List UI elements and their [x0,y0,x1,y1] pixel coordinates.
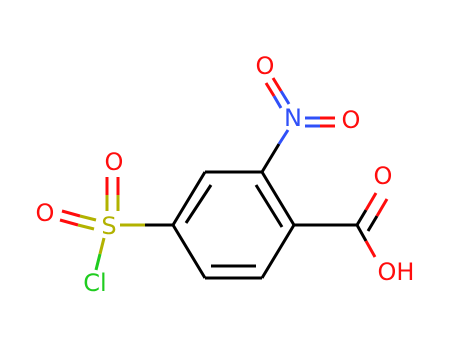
bond-c-n-black [260,143,281,173]
sulfonyl-oxygen-top-label: O [105,148,124,176]
ring-bond-top-right [260,171,296,226]
ring-bond-top-left [171,171,207,226]
ring-bond-top-left-inner [184,184,213,224]
bond-c-o-double-red [364,192,378,211]
bond-s-o-left-yellow-2 [77,223,95,231]
bonds [59,77,389,280]
nitro-oxygen-top-label: O [256,52,275,80]
bond-c-o-double-black-2 [366,215,379,232]
atom-labels: O N O O O S Cl O OH [36,52,415,297]
carboxyl-oxygen-label: O [374,162,393,190]
nitro-nitrogen-label: N [284,104,302,132]
bond-s-o-left-yellow [79,214,97,222]
chlorine-label: Cl [83,269,106,297]
bond-n-o-top-blue [279,90,291,105]
ring-bond-bottom-right [260,224,296,279]
bond-s-cl-green [94,253,102,271]
sulfur-label: S [101,212,116,240]
ring-bond-bottom-left [171,224,207,279]
bond-c-o-double-black [355,209,368,226]
bond-c-n-blue [277,129,290,145]
sulfonyl-oxygen-left-label: O [36,199,55,227]
bond-c-oh-red [364,240,377,258]
bond-c-oh-black [355,224,368,242]
bond-n-o-top-blue-2 [272,95,283,109]
bond-s-cl-yellow [98,237,106,255]
hydroxyl-label: OH [378,258,415,286]
nitro-oxygen-right-label: O [342,106,361,134]
bond-n-o-top-red-2 [264,82,276,97]
bond-c-o-double-red-2 [375,198,389,217]
bond-n-o-top-red [271,77,283,92]
ring-bond-top-right-inner [254,184,284,228]
bond-s-o-left-red [61,209,81,218]
bond-s-o-left-red-2 [59,218,79,227]
